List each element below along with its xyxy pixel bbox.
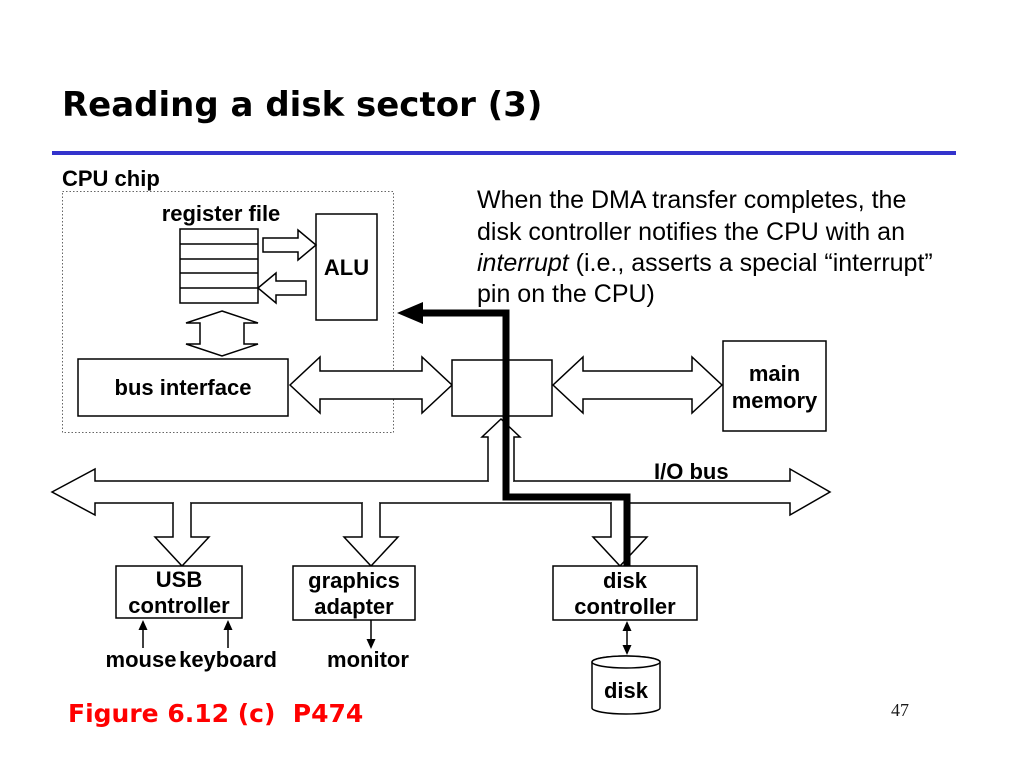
title-rule bbox=[52, 151, 956, 155]
graphics-adapter: graphics adapter bbox=[292, 565, 416, 621]
usb-controller: USB controller bbox=[115, 565, 243, 619]
io-bus-label: I/O bus bbox=[654, 459, 729, 484]
bus-junction-seam bbox=[363, 501, 379, 505]
register-file-box bbox=[179, 228, 259, 304]
mouse-label: mouse bbox=[106, 647, 177, 672]
alu-box bbox=[315, 213, 378, 321]
memory-bus-arrow bbox=[551, 355, 724, 415]
register-file-label: register file bbox=[162, 201, 281, 226]
disk-link-arrow bbox=[622, 621, 632, 655]
keyboard-arrow-head bbox=[223, 620, 233, 630]
monitor-label: monitor bbox=[327, 647, 409, 672]
alu: ALU bbox=[315, 213, 378, 321]
note-line-3: interrupt (i.e., asserts a special “inte… bbox=[477, 249, 933, 277]
bus-interface-label: bus interface bbox=[115, 375, 252, 400]
graphics-adapter-label-line-2: adapter bbox=[314, 594, 394, 619]
usb-controller-label-line-1: USB bbox=[156, 567, 202, 592]
note-line-3-rest: (i.e., asserts a special “interrupt” bbox=[569, 249, 933, 277]
io-bridge-box bbox=[451, 359, 553, 417]
interrupt-path bbox=[397, 302, 631, 566]
io-bus-arrow bbox=[50, 467, 832, 517]
interrupt-path-arrow-head bbox=[397, 302, 423, 324]
alu-to-register-arrow bbox=[256, 271, 307, 305]
bus-junction-seam bbox=[612, 501, 628, 505]
disk-link-arrow-head-down bbox=[622, 645, 632, 655]
main-memory-box bbox=[722, 340, 827, 432]
note-line-1: When the DMA transfer completes, the bbox=[477, 186, 906, 214]
register-file bbox=[179, 228, 259, 304]
dma-note: When the DMA transfer completes, the dis… bbox=[477, 186, 933, 308]
disk-label: disk bbox=[604, 678, 649, 703]
mouse-arrow bbox=[138, 620, 148, 648]
mouse-arrow-head bbox=[138, 620, 148, 630]
graphics-adapter-box bbox=[292, 565, 416, 621]
io-bus-to-graphics-arrow bbox=[342, 503, 400, 568]
cpu-chip-label: CPU chip bbox=[62, 166, 160, 191]
slide-title: Reading a disk sector (3) bbox=[62, 85, 542, 125]
usb-controller-box bbox=[115, 565, 243, 619]
disk-controller: disk controller bbox=[552, 565, 698, 621]
keyboard-label: keyboard bbox=[179, 647, 277, 672]
bus-interface: bus interface bbox=[77, 358, 289, 417]
bus-interface-box bbox=[77, 358, 289, 417]
alu-label: ALU bbox=[324, 255, 369, 280]
disk-cylinder-top bbox=[591, 655, 661, 669]
figure-caption: Figure 6.12 (c) P474 bbox=[68, 699, 363, 728]
cpu-chip: CPU chip register file ALU bus interface bbox=[62, 166, 394, 433]
main-memory-label-line-1: main bbox=[749, 361, 800, 386]
disk-link-arrow-head-up bbox=[622, 621, 632, 631]
monitor-arrow bbox=[366, 620, 376, 649]
keyboard-arrow bbox=[223, 620, 233, 648]
disk: disk bbox=[591, 655, 661, 715]
system-bus-arrow bbox=[288, 355, 454, 415]
page-number: 47 bbox=[891, 700, 909, 720]
disk-controller-label-line-1: disk bbox=[603, 568, 648, 593]
usb-controller-label-line-2: controller bbox=[128, 593, 230, 618]
interrupt-path-line bbox=[420, 309, 631, 566]
cpu-chip-boundary bbox=[62, 191, 394, 433]
bus-junction-seam bbox=[489, 479, 513, 483]
disk-controller-label-line-2: controller bbox=[574, 594, 676, 619]
graphics-adapter-label-line-1: graphics bbox=[308, 568, 400, 593]
bus-junction-seam bbox=[174, 501, 190, 505]
io-bus-to-disk-controller-arrow bbox=[591, 503, 649, 568]
disk-controller-box bbox=[552, 565, 698, 621]
main-memory-label-line-2: memory bbox=[732, 388, 818, 413]
register-to-alu-arrow bbox=[262, 228, 318, 262]
monitor-arrow-head bbox=[366, 639, 376, 649]
note-interrupt-term: interrupt bbox=[477, 249, 570, 277]
main-memory: main memory bbox=[722, 340, 827, 432]
bridge-to-io-bus-arrow bbox=[480, 417, 522, 481]
note-line-2: disk controller notifies the CPU with an bbox=[477, 218, 905, 246]
note-line-4: pin on the CPU) bbox=[477, 280, 655, 308]
register-bus-interface-double-arrow bbox=[185, 310, 259, 357]
io-bus-to-usb-arrow bbox=[153, 503, 211, 568]
